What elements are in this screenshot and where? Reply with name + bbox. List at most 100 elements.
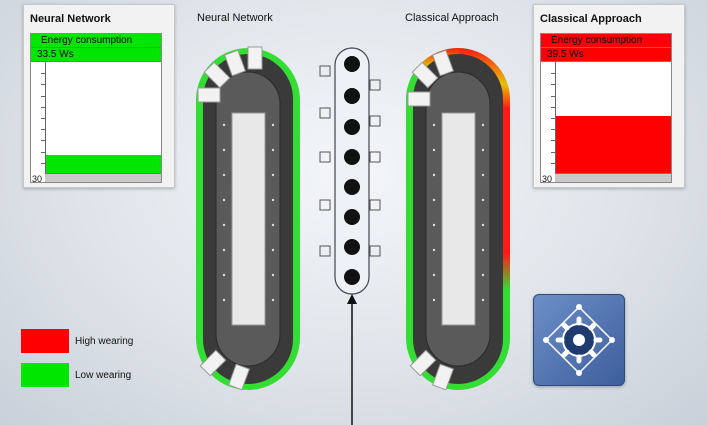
slot: [344, 56, 360, 72]
energy-panel-classical: Classical Approach Energy consumption 39…: [533, 4, 685, 188]
rail-dot: [271, 148, 275, 152]
rail-dot: [222, 248, 226, 252]
energy-panel-neural: Neural Network Energy consumption 33.5 W…: [23, 4, 175, 188]
rail-dot: [222, 298, 226, 302]
mover: [409, 349, 437, 377]
legend-label-low: Low wearing: [75, 370, 132, 381]
rail-dot: [271, 273, 275, 277]
axis-tick: [41, 95, 45, 97]
rail-dot: [271, 123, 275, 127]
panel-title: Neural Network: [30, 13, 111, 25]
logo-gear-hub: [573, 334, 585, 346]
track-center: [441, 112, 476, 326]
mover: [199, 349, 227, 377]
legend-swatch-high: [21, 329, 69, 353]
mover: [432, 49, 454, 77]
mover: [407, 91, 431, 107]
rail-dot: [432, 273, 436, 277]
rail-dot: [432, 223, 436, 227]
axis-tick: [41, 118, 45, 119]
axis-tick: [551, 151, 555, 153]
rail-dot: [432, 173, 436, 177]
pointer-arrowhead: [347, 294, 357, 304]
rail-dot: [481, 123, 485, 127]
axis-tick: [551, 140, 555, 142]
axis-tick: [41, 84, 45, 86]
rail-dot: [481, 298, 485, 302]
rail-dot: [432, 198, 436, 202]
axis-tick: [41, 73, 45, 75]
mover: [197, 87, 221, 103]
axis-min-label: 30: [542, 174, 553, 184]
bracket: [369, 245, 381, 257]
rail-dot: [481, 173, 485, 177]
axis-tick: [551, 129, 555, 131]
rail-dot: [271, 173, 275, 177]
bracket: [369, 79, 381, 91]
rail-dot: [222, 273, 226, 277]
legend-label-high: High wearing: [75, 336, 134, 347]
energy-value: 33.5 Ws: [31, 48, 161, 62]
mover: [228, 363, 250, 391]
mover: [203, 61, 231, 89]
rail-dot: [481, 148, 485, 152]
magazine-frame: [334, 47, 370, 295]
legend-swatch-low: [21, 363, 69, 387]
bracket: [319, 65, 331, 77]
axis-tick: [41, 129, 45, 131]
energy-gauge: Energy consumption 39.5 Ws 30: [540, 33, 672, 184]
bracket: [369, 115, 381, 127]
energy-header: Energy consumption: [31, 34, 161, 48]
axis-tick: [551, 84, 555, 86]
rail-dot: [481, 223, 485, 227]
rail-dot: [222, 223, 226, 227]
rail-dot: [222, 148, 226, 152]
mover: [224, 49, 246, 77]
bracket: [319, 199, 331, 211]
logo-gear-teeth: [555, 316, 603, 364]
rail-dot: [222, 123, 226, 127]
bracket: [319, 107, 331, 119]
slot: [344, 269, 360, 285]
bracket: [369, 151, 381, 163]
logo-nodes: [543, 304, 615, 376]
energy-value: 39.5 Ws: [541, 48, 671, 62]
axis-tick: [551, 73, 555, 75]
slot: [344, 209, 360, 225]
gear-network-icon: [533, 294, 625, 386]
bracket: [319, 151, 331, 163]
axis-tick: [41, 162, 45, 164]
rail-dot: [432, 148, 436, 152]
mover: [247, 46, 263, 70]
bracket: [319, 245, 331, 257]
axis-tick: [551, 118, 555, 119]
track-neural: [196, 46, 300, 391]
rail-dot: [432, 298, 436, 302]
rail-dot: [271, 248, 275, 252]
bracket: [369, 199, 381, 211]
rail-dot: [432, 123, 436, 127]
energy-bar: [46, 154, 161, 174]
axis-tick: [551, 162, 555, 164]
axis-tick: [41, 140, 45, 142]
movers-classical: [407, 49, 454, 391]
axis-tick: [41, 151, 45, 153]
panel-title: Classical Approach: [540, 13, 642, 25]
rail-dot: [481, 248, 485, 252]
track-title-neural: Neural Network: [197, 12, 273, 24]
energy-bar-area: [41, 62, 161, 174]
axis-tick: [551, 106, 555, 108]
mover: [432, 363, 454, 391]
track-classical: [406, 48, 510, 391]
track-center: [231, 112, 266, 326]
energy-bar: [556, 115, 671, 174]
rail-dot: [481, 198, 485, 202]
slot: [344, 88, 360, 104]
rail-dot: [271, 198, 275, 202]
gauge-base: [555, 173, 671, 182]
axis-tick: [41, 106, 45, 108]
slot: [344, 239, 360, 255]
station-brackets: [319, 65, 381, 257]
logo-graphic: [543, 304, 615, 376]
